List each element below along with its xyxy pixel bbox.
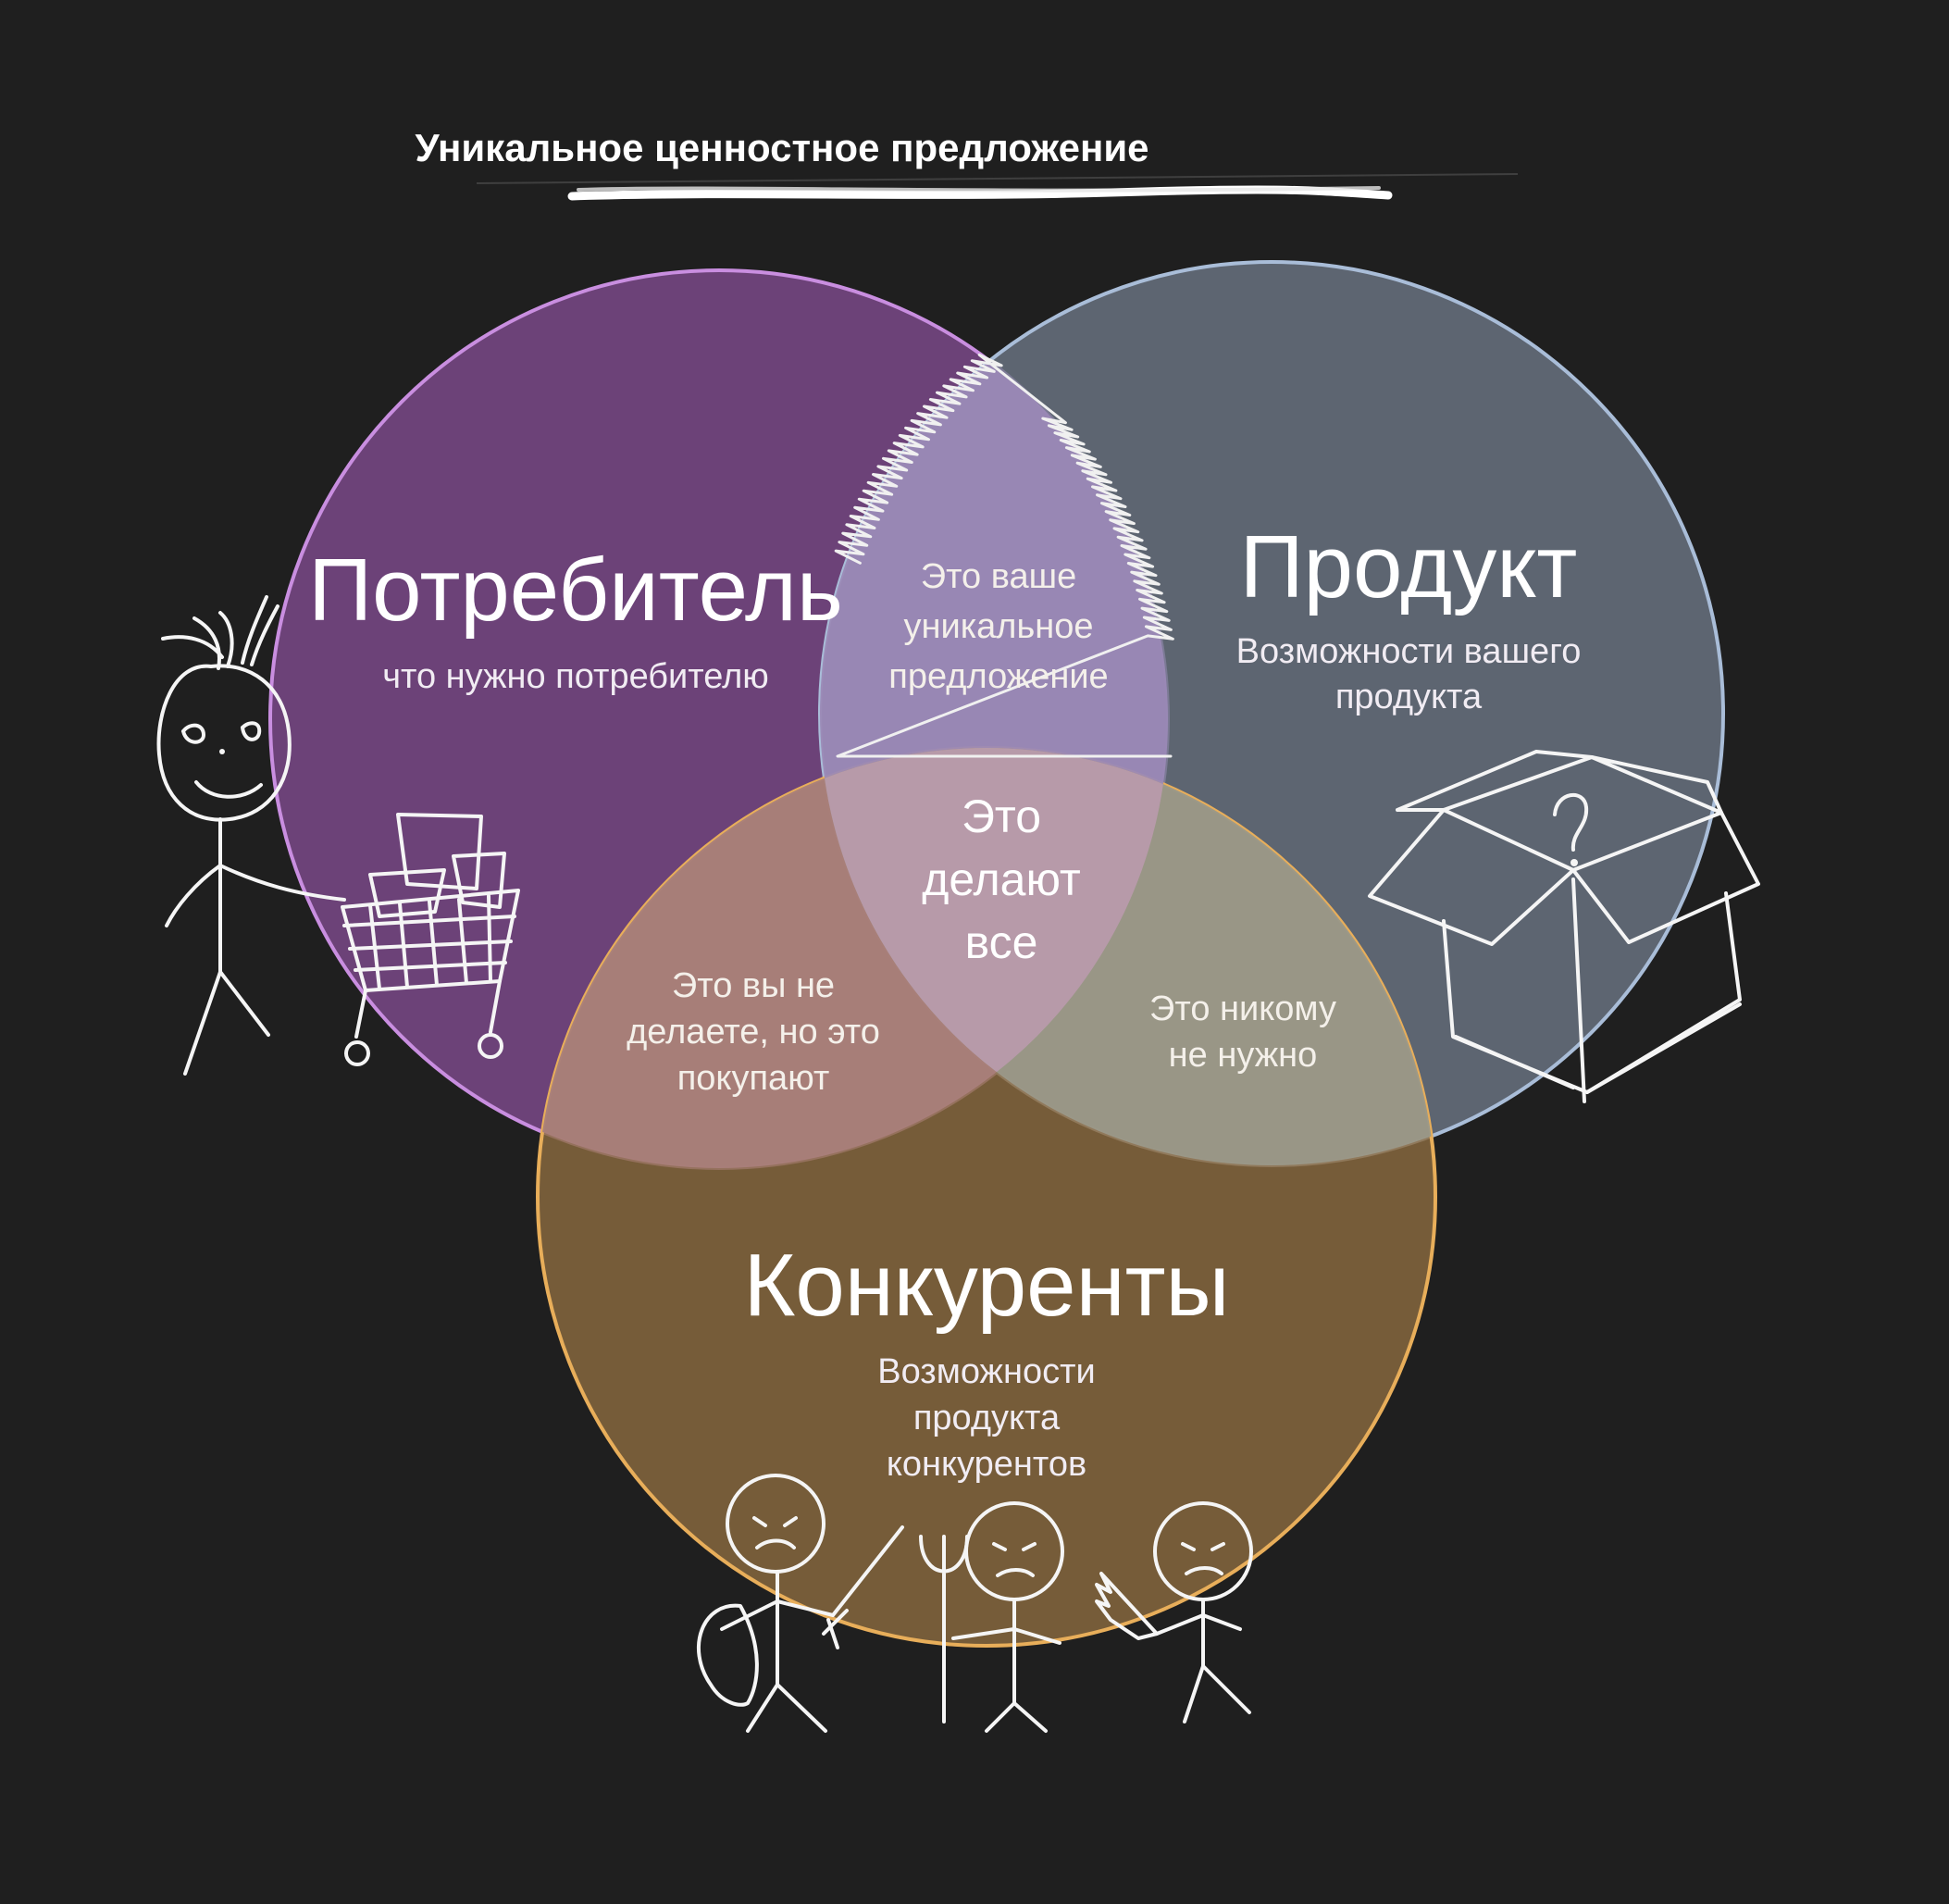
- diagram-title: Уникальное ценностное предложение: [415, 126, 1148, 169]
- unique-proposition-line: предложение: [888, 657, 1108, 696]
- saw-icon: [1095, 1572, 1159, 1640]
- competitors-subtitle-line: продукта: [913, 1399, 1061, 1437]
- sword-icon: [822, 1525, 904, 1649]
- product-competitors-line: Это никому: [1149, 989, 1336, 1028]
- center-label-line: делают: [922, 853, 1081, 905]
- product-title: Продукт: [1240, 517, 1578, 616]
- pitchfork-icon: [919, 1535, 969, 1724]
- center-label-line: все: [965, 916, 1038, 968]
- unique-proposition-line: уникальное: [903, 607, 1093, 646]
- shield-icon: [696, 1603, 759, 1707]
- open-box-icon: [1368, 750, 1760, 1103]
- product-competitors-lens: [820, 748, 1435, 1165]
- stick-figure-icon: [156, 595, 346, 1076]
- competitors-title: Конкуренты: [743, 1236, 1229, 1335]
- center-label-line: Это: [962, 790, 1041, 842]
- consumer-competitors-line: Это вы не: [672, 966, 835, 1005]
- product-subtitle-line: продукта: [1335, 678, 1483, 716]
- unique-proposition-highlight-icon: [834, 353, 1174, 758]
- competitors-subtitle-line: Возможности: [877, 1352, 1095, 1391]
- shopping-cart-icon: [341, 813, 520, 1066]
- consumer-title: Потребитель: [308, 541, 843, 640]
- consumer-competitors-line: покупают: [677, 1059, 830, 1098]
- competitors-subtitle-line: конкурентов: [887, 1445, 1086, 1484]
- consumer-competitors-lens: [538, 748, 1168, 1168]
- consumer-competitors-line: делаете, но это: [627, 1013, 880, 1052]
- question-mark-icon: [1553, 792, 1589, 866]
- product-competitors-line: не нужно: [1169, 1036, 1318, 1075]
- unique-proposition-line: Это ваше: [921, 557, 1077, 596]
- product-subtitle-line: Возможности вашего: [1236, 632, 1582, 671]
- angry-stick-figure-icon: [720, 1474, 835, 1733]
- consumer-subtitle: что нужно потребителю: [382, 657, 769, 696]
- title-underline-icon: [476, 173, 1519, 201]
- angry-stick-figure-icon: [1153, 1501, 1253, 1724]
